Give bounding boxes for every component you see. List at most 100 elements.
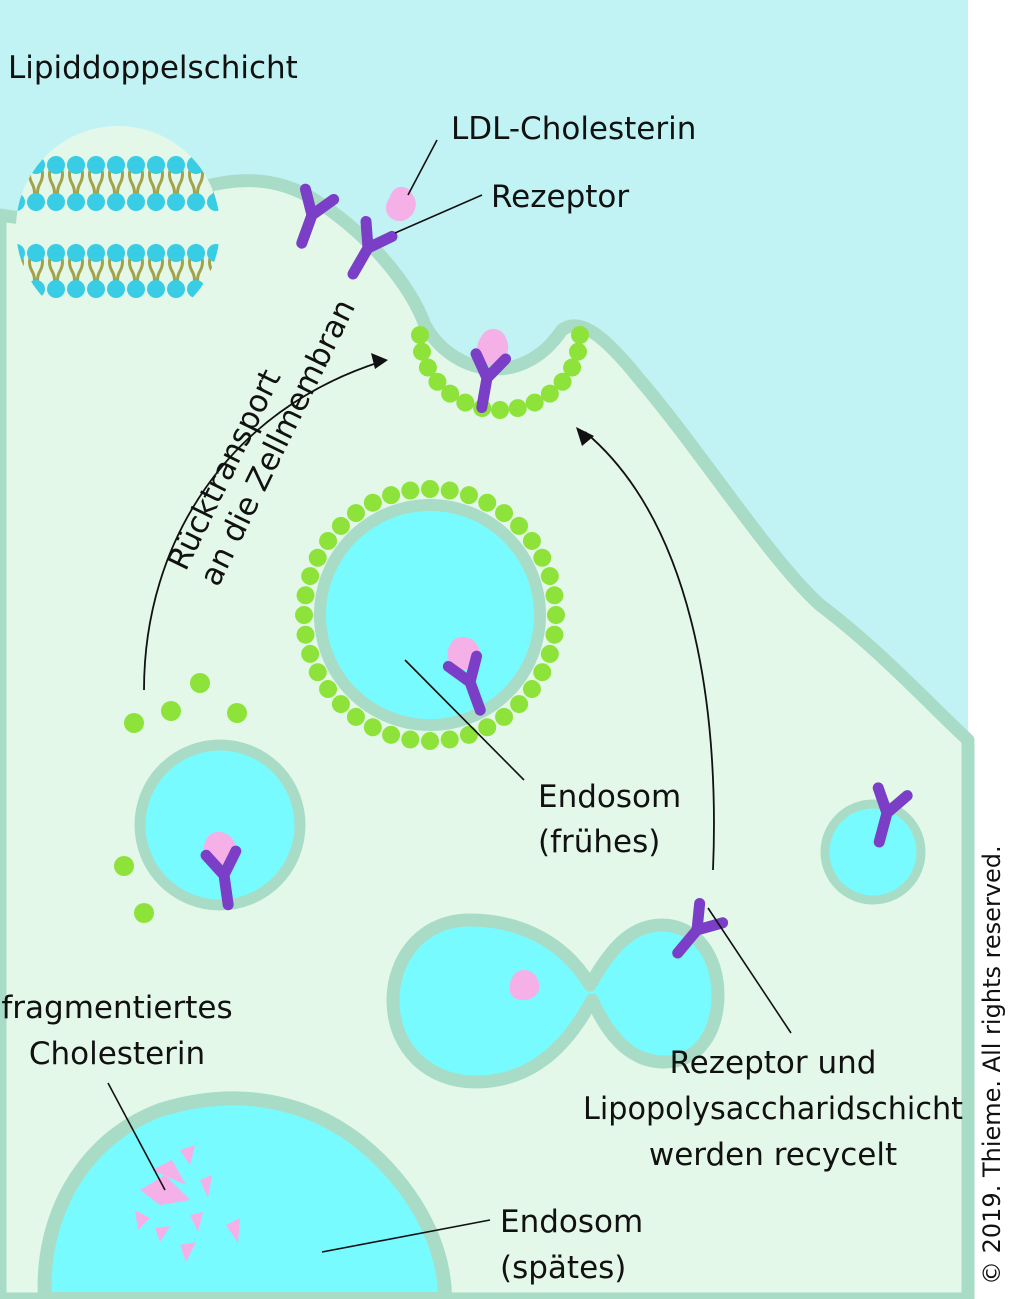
clathrin-dot [295,606,313,624]
late-endosome [37,1091,453,1299]
lipid-head [127,280,145,298]
clathrin-dot [547,606,565,624]
clathrin-dot [411,326,429,344]
lipid-head [27,244,45,262]
copyright-notice: © 2019. Thieme. All rights reserved. [978,845,1006,1285]
clathrin-dot [533,548,552,567]
clathrin-dot [563,358,582,377]
clathrin-dot [296,625,315,644]
lipid-head [167,244,185,262]
lipid-head [167,156,185,174]
lipid-head [47,193,65,211]
clathrin-dot [296,586,315,605]
clathrin-dot [421,480,439,498]
clathrin-dot [308,663,327,682]
clathrin-dot [459,486,478,505]
clathrin-dot [418,358,437,377]
recycling-vesicle [820,799,926,905]
lipid-head [187,244,205,262]
clathrin-dot [331,516,350,535]
label-recycled-line3: werden recycelt [649,1137,897,1173]
lipid-head [167,280,185,298]
clathrin-dot [456,393,475,412]
leader-lines [107,139,792,1253]
lipid-head [67,193,85,211]
return-arrow-left [143,361,381,691]
clathrin-dot [540,644,559,663]
clathrin-dot [491,401,509,419]
lipid-head [187,193,205,211]
label-fragmented-line2: Cholesterin [29,1036,205,1072]
clathrin-dot [346,504,365,523]
clathrin-dot [510,695,529,714]
clathrin-dot [553,372,572,391]
lipid-head [107,156,125,174]
lipid-head [67,244,85,262]
lipid-head [107,280,125,298]
clathrin-dot [301,567,320,586]
clathrin-dot [413,342,432,361]
clathrin-dot [522,531,541,550]
lipid-head [16,244,25,262]
clathrin-dot [459,725,478,744]
lipid-head [47,156,65,174]
label-receptor: Rezeptor [491,179,629,215]
ldl-pit [477,328,509,365]
clathrin-coated-pit [411,326,589,419]
lipid-head [207,244,220,262]
lipid-head [147,280,165,298]
clathrin-dot [363,718,382,737]
clathrin-dot [331,695,350,714]
ldl-outside [385,186,416,222]
label-early-endosome-line2: (frühes) [538,824,660,860]
clathrin-dot [401,730,420,749]
lipid-head [207,193,220,211]
clathrin-dot [522,680,541,699]
clathrin-dot [428,372,447,391]
clathrin-dot [382,486,401,505]
lipid-head [127,193,145,211]
early-endosome [295,480,565,750]
label-ldl-cholesterol: LDL-Cholesterin [451,111,696,147]
clathrin-dot [571,326,589,344]
label-fragmented-line1: fragmentiertes [1,990,232,1026]
endosome-left [134,739,306,911]
lipid-head [127,244,145,262]
label-lipid-bilayer: Lipiddoppelschicht [8,50,298,86]
lipid-head [127,156,145,174]
clathrin-dot [308,548,327,567]
clathrin-dot [495,504,514,523]
clathrin-dot [510,516,529,535]
ldl-particles [203,186,540,1001]
clathrin-dot [525,393,544,412]
clathrin-dot [421,732,439,750]
clathrin-dot [508,399,527,418]
clathrin-dot [545,586,564,605]
lipid-head [147,244,165,262]
clathrin-dot [346,707,365,726]
clathrin-dot [440,730,459,749]
lipid-head [147,193,165,211]
label-recycled-line1: Rezeptor und [670,1045,877,1081]
clathrin-coat [295,480,565,750]
released-clathrin [114,673,247,923]
clathrin-dot [401,481,420,500]
clathrin-dot [478,718,497,737]
clathrin-dot [495,707,514,726]
arrowheads [371,353,594,446]
clathrin-dot [533,663,552,682]
lipid-head [87,244,105,262]
lipid-head [27,193,45,211]
clathrin-dot [440,481,459,500]
label-early-endosome-line1: Endosom [538,779,681,815]
clathrin-dot [319,531,338,550]
lipid-head [107,244,125,262]
lipid-head [87,280,105,298]
transport-arrows [143,361,715,871]
lipid-head [87,156,105,174]
lipid-head [47,244,65,262]
ldl-dividing [509,969,540,1001]
lipid-head [107,193,125,211]
